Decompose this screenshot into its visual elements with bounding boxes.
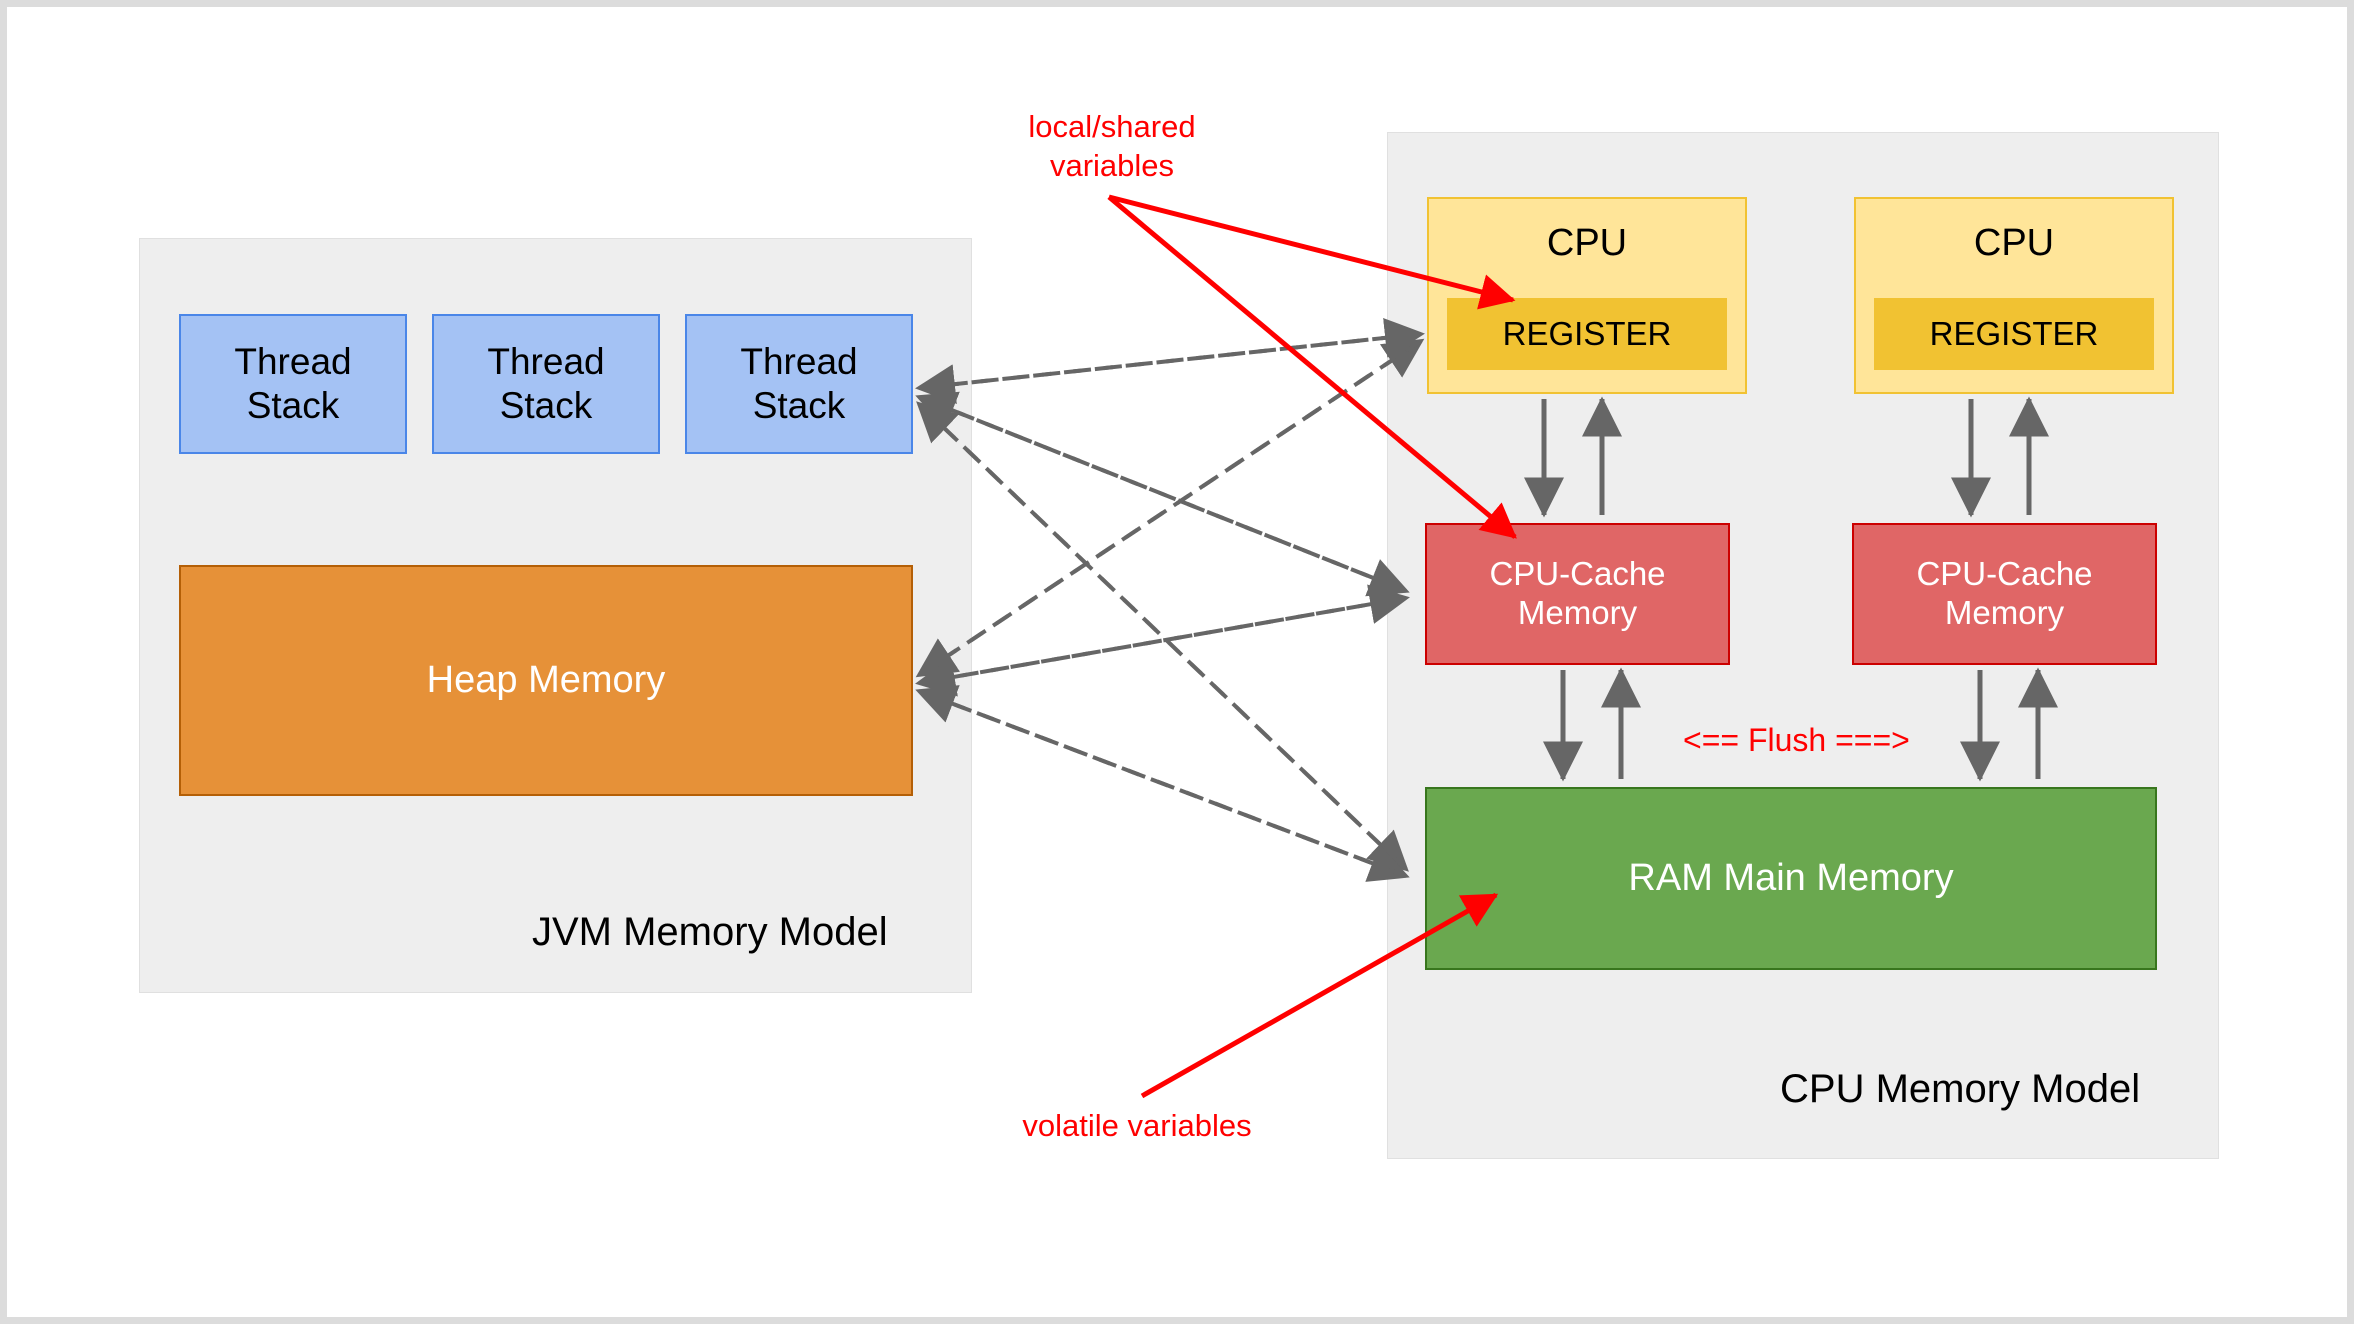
connector-register-to-threadstack — [915, 332, 1422, 405]
cpu-label-1: CPU — [1546, 222, 1628, 264]
register-label-2: REGISTER — [1929, 314, 2099, 352]
register-box-2[interactable]: REGISTER — [1874, 298, 2154, 370]
connector-cache-to-heap — [915, 596, 1407, 697]
connector-cache-to-threadstack — [915, 391, 1407, 593]
jvm-panel-title: JVM Memory Model — [532, 910, 888, 954]
connector-ram-to-threadstack — [916, 401, 1408, 871]
heap-memory-label: Heap Memory — [426, 659, 666, 702]
connector-register-to-heap — [915, 339, 1423, 678]
connector-heap-to-register — [917, 338, 1425, 677]
heap-memory-box[interactable]: Heap Memory — [179, 565, 913, 796]
connector-threadstack-to-register — [918, 317, 1425, 390]
cpu-label-2: CPU — [1973, 222, 2055, 264]
connector-heap-to-ram — [918, 689, 1410, 882]
flush-label: <== Flush ===> — [1683, 722, 1910, 758]
connector-heap-to-cache — [918, 584, 1410, 685]
connector-ram-to-heap — [915, 685, 1407, 878]
ram-main-memory-label: RAM Main Memory — [1628, 857, 1954, 900]
connector-threadstack-to-ram — [917, 402, 1409, 872]
register-label-1: REGISTER — [1502, 314, 1672, 352]
ram-main-memory-box[interactable]: RAM Main Memory — [1425, 787, 2157, 970]
register-box-1[interactable]: REGISTER — [1447, 298, 1727, 370]
dashed-connector-group — [915, 317, 1425, 882]
volatile-variables-annotation: volatile variables — [1022, 1108, 1252, 1143]
connector-threadstack-to-cache — [918, 395, 1410, 597]
cpu-panel-title: CPU Memory Model — [1780, 1067, 2141, 1111]
